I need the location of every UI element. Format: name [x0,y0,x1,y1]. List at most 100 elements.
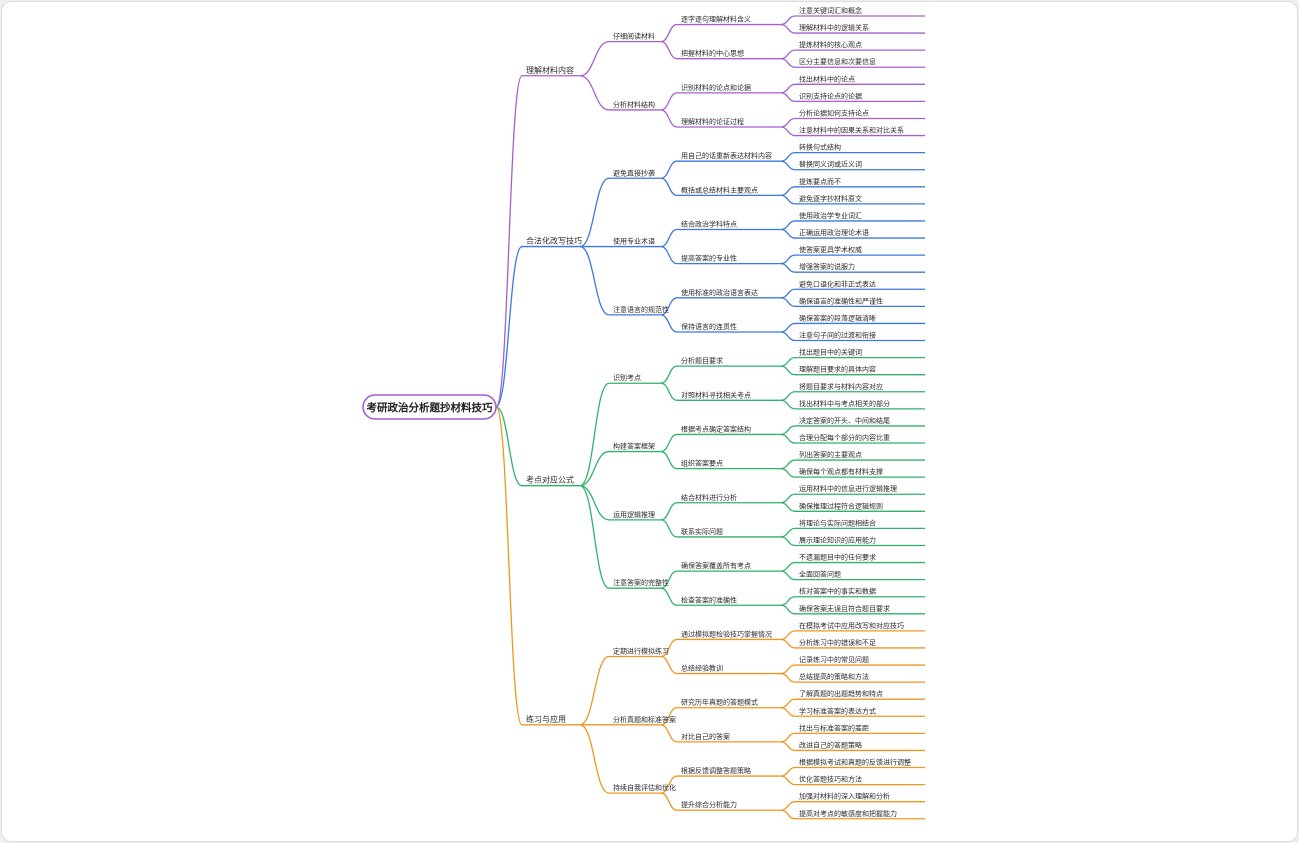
leaf-node[interactable]: 不遗漏题目中的任何要求 [795,553,925,564]
leaf-node[interactable]: 避免口语化和非正式表达 [795,279,925,290]
level3-node[interactable]: 提升综合分析能力 [677,800,781,811]
level3-node[interactable]: 检查答案的准确性 [677,595,781,606]
leaf-node[interactable]: 分析练习中的错误和不足 [795,638,925,649]
level2-node[interactable]: 构建答案框架 [609,442,661,453]
leaf-node[interactable]: 在模拟考试中应用改写和对应技巧 [795,621,925,632]
leaf-node[interactable]: 确保答案的段落逻辑清晰 [795,313,925,325]
branch-node[interactable]: 考点对应公式 [522,475,580,487]
level2-node[interactable]: 定期进行模拟练习 [609,647,669,658]
leaf-node[interactable]: 提高对考点的敏感度和把握能力 [795,809,925,820]
leaf-node-label: 确保推理过程符合逻辑规则 [799,501,883,510]
leaf-node[interactable]: 总结提高的策略和方法 [795,672,925,683]
leaf-node[interactable]: 确保语言的准确性和严谨性 [795,296,925,308]
connector [780,604,796,615]
leaf-node[interactable]: 注意关键词汇和概念 [795,6,925,17]
leaf-node[interactable]: 分析论据如何支持论点 [795,108,925,120]
leaf-node[interactable]: 找出题目中的关键词 [795,348,925,359]
leaf-node[interactable]: 使用政治学专业词汇 [795,211,925,222]
level2-node[interactable]: 识别考点 [609,373,661,384]
level3-node[interactable]: 总结经验教训 [677,664,781,675]
level3-node[interactable]: 通过模拟题检验技巧掌握情况 [677,629,781,641]
leaf-node[interactable]: 避免逐字抄材料原文 [795,194,925,205]
leaf-node[interactable]: 找出与标准答案的差距 [795,723,925,735]
leaf-node[interactable]: 确保推理过程符合逻辑规则 [795,501,925,512]
leaf-node[interactable]: 运用材料中的信息进行逻辑推理 [795,484,925,495]
leaf-node[interactable]: 优化答题技巧和方法 [795,775,925,786]
level3-node[interactable]: 研究历年真题的答题模式 [677,698,781,709]
leaf-node[interactable]: 决定答案的开头、中间和结尾 [795,416,925,427]
leaf-node[interactable]: 核对答案中的事实和数据 [795,587,925,598]
leaf-node[interactable]: 正确运用政治理论术语 [795,228,925,239]
level3-node[interactable]: 结合材料进行分析 [677,493,781,504]
leaf-node[interactable]: 将理论与实际问题相结合 [795,518,925,530]
leaf-node[interactable]: 区分主要信息和次要信息 [795,57,925,68]
leaf-node[interactable]: 识别支持论点的论据 [795,91,925,103]
level3-node[interactable]: 概括或总结材料主要观点 [677,185,781,196]
level3-node-label: 结合材料进行分析 [681,493,737,502]
leaf-node[interactable]: 确保答案无误且符合题目要求 [795,604,925,615]
leaf-node[interactable]: 理解题目要求的具体内容 [795,365,925,376]
branch-node[interactable]: 练习与应用 [522,714,580,726]
leaf-node[interactable]: 加强对材料的深入理解和分析 [795,792,925,803]
leaf-node[interactable]: 提炼要点而不 [795,177,925,188]
level3-node[interactable]: 使用标准的政治语言表达 [677,288,781,299]
level3-node[interactable]: 逐字逐句理解材料含义 [677,15,781,26]
level2-node[interactable]: 分析真题和标准答案 [609,715,676,726]
level2-node[interactable]: 使用专业术语 [609,237,661,248]
level2-node[interactable]: 仔细阅读材料 [609,32,661,43]
leaf-node-label: 记录练习中的常见问题 [799,655,869,664]
level3-node-label: 把握材料的中心思想 [681,49,744,58]
leaf-node[interactable]: 转换句式结构 [795,143,925,154]
leaf-node[interactable]: 学习标准答案的表达方式 [795,706,925,717]
level3-node[interactable]: 识别材料的论点和论据 [677,83,781,94]
leaf-node[interactable]: 确保每个观点都有材料支撑 [795,467,925,478]
leaf-node[interactable]: 找出材料中的论点 [795,74,925,85]
level3-node[interactable]: 根据考点确定答案结构 [677,424,781,436]
level3-node[interactable]: 理解材料的论证过程 [677,117,781,128]
level3-node[interactable]: 提高答案的专业性 [677,254,781,265]
leaf-node[interactable]: 使答案更具学术权威 [795,245,925,256]
leaf-node[interactable]: 合理分配每个部分的内容比重 [795,433,925,444]
branch-node[interactable]: 理解材料内容 [522,65,580,77]
leaf-node[interactable]: 替换同义词或近义词 [795,160,925,171]
level3-node[interactable]: 用自己的话重新表达材料内容 [677,151,781,162]
connector [780,801,796,811]
level2-node[interactable]: 注意语言的规范性 [609,305,669,316]
level3-node[interactable]: 联系实际问题 [677,527,781,538]
level3-node[interactable]: 分析题目要求 [677,356,781,367]
level2-node[interactable]: 分析材料结构 [609,100,661,111]
leaf-node[interactable]: 增强答案的说服力 [795,262,925,273]
leaf-node[interactable]: 了解真题的出题趋势和特点 [795,689,925,700]
level3-node[interactable]: 结合政治学科特点 [677,220,781,231]
level2-node[interactable]: 注意答案的完整性 [609,578,669,589]
leaf-node[interactable]: 提炼材料的核心观点 [795,40,925,51]
leaf-node[interactable]: 列出答案的主要观点 [795,450,925,461]
leaf-node[interactable]: 注意材料中的因果关系和对比关系 [795,126,925,137]
leaf-node[interactable]: 改进自己的答题策略 [795,740,925,752]
leaf-node[interactable]: 将题目要求与材料内容对应 [795,382,925,393]
level3-node[interactable]: 确保答案覆盖所有考点 [677,561,781,572]
level3-node[interactable]: 对照材料寻找相关考点 [677,390,781,401]
level3-node[interactable]: 把握材料的中心思想 [677,49,781,60]
level2-node-label: 注意语言的规范性 [613,305,669,314]
leaf-node[interactable]: 展示理论知识的应用能力 [795,535,925,547]
root-node[interactable]: 考研政治分析题抄材料技巧 [362,394,497,420]
leaf-node[interactable]: 注意句子间的过渡和衔接 [795,331,925,342]
level3-node[interactable]: 根据反馈调整答题策略 [677,766,781,777]
level2-node[interactable]: 运用逻辑推理 [609,510,661,521]
branch-node[interactable]: 合法化改写技巧 [522,236,582,248]
leaf-node[interactable]: 根据模拟考试和真题的反馈进行调整 [795,758,925,769]
level2-node[interactable]: 避免直接抄袭 [609,168,661,179]
connector [780,288,796,299]
level3-node[interactable]: 组织答案要点 [677,459,781,470]
leaf-node[interactable]: 记录练习中的常见问题 [795,655,925,666]
leaf-node-label: 避免逐字抄材料原文 [799,194,862,203]
level3-node[interactable]: 对比自己的答案 [677,732,781,743]
level2-node[interactable]: 持续自我评估和优化 [609,783,676,794]
leaf-node-label: 理解题目要求的具体内容 [799,365,876,374]
leaf-node[interactable]: 理解材料中的逻辑关系 [795,23,925,34]
leaf-node[interactable]: 找出材料中与考点相关的部分 [795,399,925,410]
level3-node[interactable]: 保持语言的连贯性 [677,322,781,333]
leaf-node[interactable]: 全面回答问题 [795,570,925,581]
leaf-node-label: 合理分配每个部分的内容比重 [799,433,890,442]
